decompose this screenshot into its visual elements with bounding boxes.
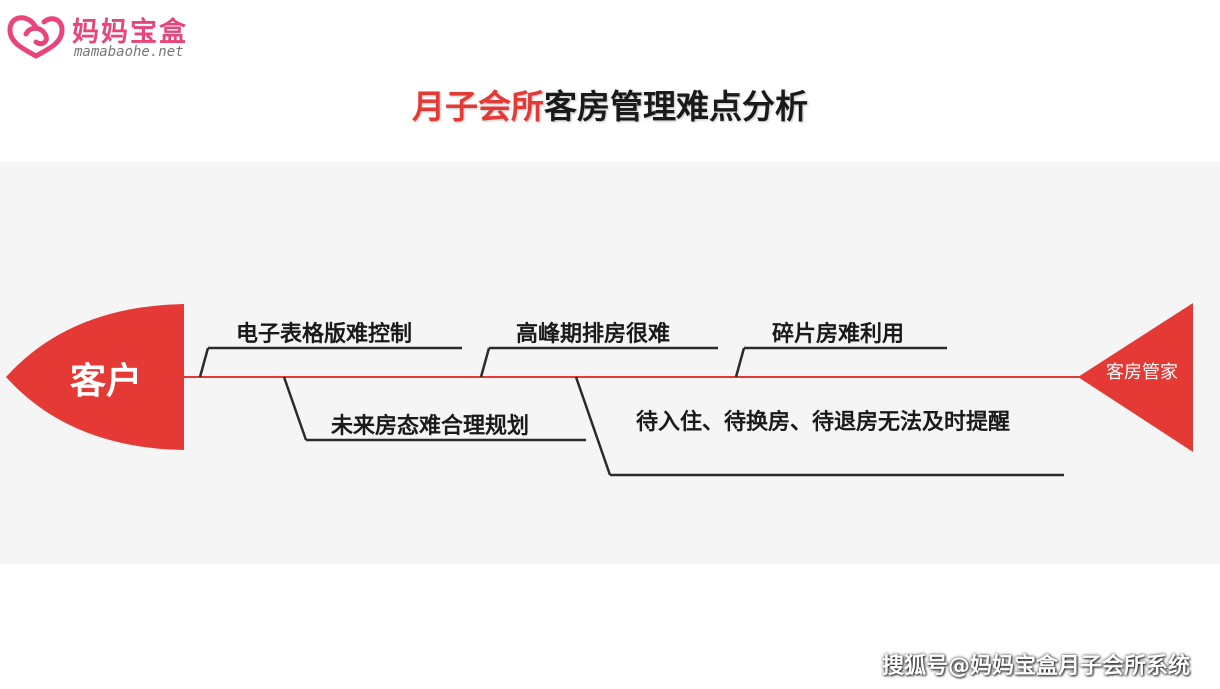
cause-top-1: 电子表格版难控制 [236, 322, 413, 347]
bone-top-2-slant [479, 347, 491, 378]
fish-head-shape [6, 304, 184, 450]
bone-bottom-2-slant [574, 376, 612, 476]
brand-logo: 妈妈宝盒 mamabaohe.net [6, 8, 246, 60]
cause-bottom-2: 待入住、待换房、待退房无法及时提醒 [636, 410, 1011, 435]
brand-domain: mamabaohe.net [74, 44, 184, 60]
fish-tail-shape [1078, 303, 1193, 452]
watermark-text: 搜狐号@妈妈宝盒月子会所系统 [881, 654, 1190, 679]
cause-bottom-1: 未来房态难合理规划 [331, 414, 530, 439]
bone-bottom-1-slant [282, 376, 308, 441]
fish-tail-label: 客房管家 [1106, 362, 1178, 383]
bone-top-3-slant [734, 347, 746, 378]
page-title: 月子会所客房管理难点分析 [0, 80, 1220, 128]
heart-infinity-icon [7, 15, 65, 59]
bone-top-1-slant [198, 347, 210, 378]
title-main: 客房管理难点分析 [544, 87, 808, 126]
title-accent: 月子会所 [412, 87, 544, 126]
fish-head-label: 客户 [70, 361, 143, 402]
cause-top-3: 碎片房难利用 [772, 322, 905, 347]
cause-top-2: 高峰期排房很难 [516, 322, 671, 347]
brand-name: 妈妈宝盒 [72, 17, 188, 48]
